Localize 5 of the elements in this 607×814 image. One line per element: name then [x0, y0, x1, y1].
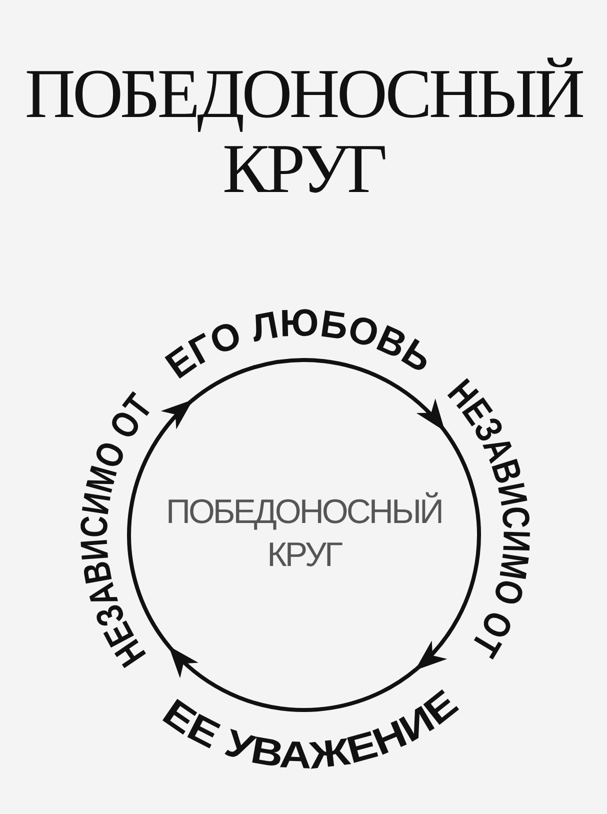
center-label: ПОБЕДОНОСНЫЙ КРУГ [165, 491, 443, 576]
curved-text: ЕГО ЛЮБОВЬ [158, 302, 440, 388]
curved-arrow [168, 646, 418, 712]
curved-arrow [190, 358, 446, 432]
title: ПОБЕДОНОСНЫЙ КРУГ [24, 57, 584, 207]
